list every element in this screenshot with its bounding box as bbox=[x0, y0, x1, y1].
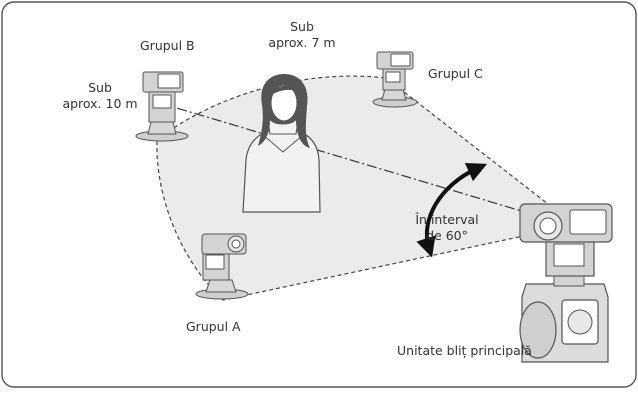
label-group-b: Grupul B bbox=[140, 38, 195, 53]
label-distance-7m-line1: Sub bbox=[290, 19, 314, 34]
label-group-a: Grupul A bbox=[186, 319, 241, 334]
camera-with-master-flash-icon bbox=[519, 203, 613, 363]
flash-unit-icon bbox=[195, 233, 249, 300]
label-distance-10m-line2: aprox. 10 m bbox=[62, 96, 138, 111]
label-angle-line2: de 60° bbox=[426, 228, 468, 243]
label-angle-line1: În interval bbox=[415, 212, 479, 227]
flash-unit-icon bbox=[372, 51, 418, 108]
label-distance-7m-line2: aprox. 7 m bbox=[268, 35, 336, 50]
label-main-unit: Unitate bliț principală bbox=[397, 343, 532, 358]
label-distance-10m-line1: Sub bbox=[88, 80, 112, 95]
axis-line bbox=[159, 102, 566, 225]
label-distance-7m: Sub aprox. 7 m bbox=[262, 19, 342, 51]
person-silhouette-icon bbox=[242, 74, 321, 213]
double-arrow-icon bbox=[416, 162, 488, 258]
flash-unit-icon bbox=[135, 71, 189, 142]
label-distance-10m: Sub aprox. 10 m bbox=[58, 80, 142, 112]
label-angle: În interval de 60° bbox=[412, 212, 482, 244]
label-group-c: Grupul C bbox=[428, 66, 483, 81]
